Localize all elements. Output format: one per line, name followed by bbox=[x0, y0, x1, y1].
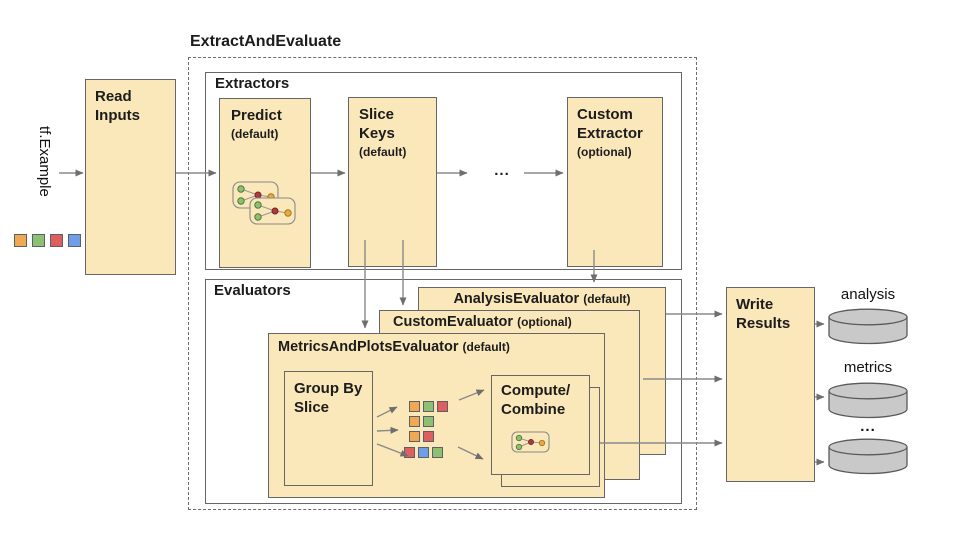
evaluators-label: Evaluators bbox=[214, 282, 291, 299]
pipeline-title: ExtractAndEvaluate bbox=[190, 33, 342, 50]
slice-keys-qualifier: (default) bbox=[359, 144, 407, 159]
metrics-plots-evaluator-label: MetricsAndPlotsEvaluator (default) bbox=[278, 339, 510, 355]
predict-qualifier: (default) bbox=[231, 126, 279, 141]
extract-and-evaluate-dashed-box bbox=[188, 57, 697, 510]
slice-squares-grid bbox=[404, 401, 451, 462]
evaluators-box: Evaluators bbox=[205, 279, 682, 504]
blue-square bbox=[68, 234, 81, 247]
orange-square bbox=[409, 416, 420, 427]
green-square bbox=[423, 416, 434, 427]
extractors-ellipsis: ... bbox=[494, 162, 510, 179]
orange-square bbox=[409, 401, 420, 412]
orange-square bbox=[14, 234, 27, 247]
slice-keys-label: Slice Keys bbox=[359, 106, 395, 142]
custom-extractor-label: Custom Extractor bbox=[577, 106, 643, 142]
metrics-db-icon bbox=[828, 382, 908, 419]
tf-example-label: tf.Example bbox=[36, 126, 53, 197]
slice-row bbox=[409, 401, 451, 416]
extractors-box: Extractors bbox=[205, 72, 682, 270]
custom-extractor-box: Custom Extractor (optional) bbox=[567, 97, 663, 267]
slice-row bbox=[404, 447, 451, 462]
red-square bbox=[423, 431, 434, 442]
compute-combine-label: Compute/ Combine bbox=[501, 382, 571, 418]
read-inputs-label: Read Inputs bbox=[95, 88, 140, 124]
analysis-evaluator-label: AnalysisEvaluator (default) bbox=[453, 291, 631, 307]
green-square bbox=[423, 401, 434, 412]
output-metrics-label: metrics bbox=[843, 359, 893, 376]
write-results-label: Write Results bbox=[736, 296, 791, 332]
red-square bbox=[437, 401, 448, 412]
slice-row bbox=[409, 416, 451, 431]
blue-square bbox=[418, 447, 429, 458]
custom-evaluator-label: CustomEvaluator (optional) bbox=[393, 314, 572, 330]
predict-box: Predict (default) bbox=[219, 98, 311, 268]
analysis-db-icon bbox=[828, 308, 908, 345]
write-results-box: Write Results bbox=[726, 287, 815, 482]
custom-extractor-qualifier: (optional) bbox=[577, 144, 632, 159]
ellipsis-db-icon bbox=[828, 438, 908, 475]
green-square bbox=[32, 234, 45, 247]
red-square bbox=[404, 447, 415, 458]
extractors-label: Extractors bbox=[215, 75, 290, 92]
red-square bbox=[50, 234, 63, 247]
group-by-slice-box: Group By Slice bbox=[284, 371, 373, 486]
slice-keys-box: Slice Keys (default) bbox=[348, 97, 437, 267]
compute-combine-box: Compute/ Combine bbox=[491, 375, 590, 475]
input-squares bbox=[14, 234, 86, 252]
predict-label: Predict bbox=[231, 107, 282, 124]
output-analysis-label: analysis bbox=[840, 286, 896, 303]
green-square bbox=[432, 447, 443, 458]
orange-square bbox=[409, 431, 420, 442]
read-inputs-box: Read Inputs bbox=[85, 79, 176, 275]
slice-row bbox=[409, 431, 451, 446]
output-ellipsis-label: ... bbox=[860, 418, 876, 435]
group-by-slice-label: Group By Slice bbox=[294, 380, 363, 416]
